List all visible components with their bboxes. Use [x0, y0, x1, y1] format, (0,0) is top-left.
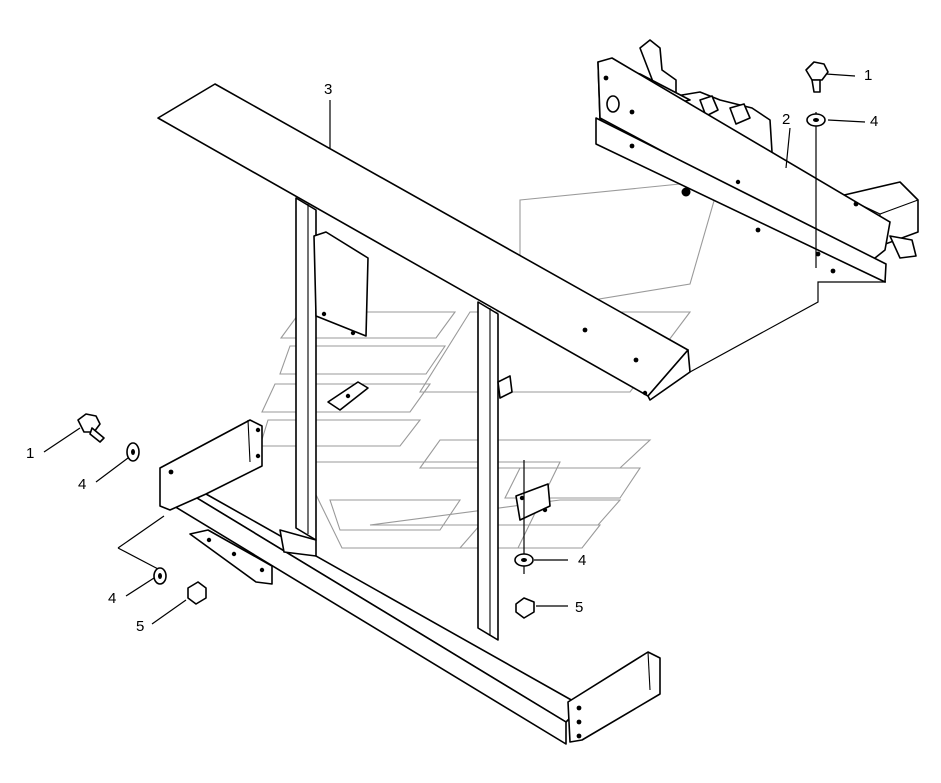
fasteners — [77, 61, 829, 619]
washer-right — [514, 553, 534, 567]
bolt-top — [805, 61, 829, 93]
washer-left — [126, 442, 140, 462]
bolt-left — [77, 413, 105, 443]
frame-assembly — [157, 83, 691, 745]
callout-labels: 1 4 2 3 1 4 4 5 4 5 — [26, 67, 878, 635]
callout-4-bottom-left: 4 — [108, 590, 116, 607]
callout-leaders — [43, 73, 866, 625]
callout-1-left: 1 — [26, 445, 34, 462]
nut-bottom-left — [187, 581, 207, 605]
callout-4-left: 4 — [78, 476, 86, 493]
valve-bracket — [595, 39, 919, 283]
washer-top — [806, 113, 826, 127]
callout-5-bottom-left: 5 — [136, 618, 144, 635]
callout-4-right: 4 — [578, 552, 586, 569]
callout-2: 2 — [782, 111, 790, 128]
callout-3: 3 — [324, 81, 332, 98]
washer-bottom-left — [153, 567, 167, 585]
callout-4-top: 4 — [870, 113, 878, 130]
nut-right — [515, 597, 535, 619]
callout-1-top: 1 — [864, 67, 872, 84]
callout-5-right: 5 — [575, 599, 583, 616]
